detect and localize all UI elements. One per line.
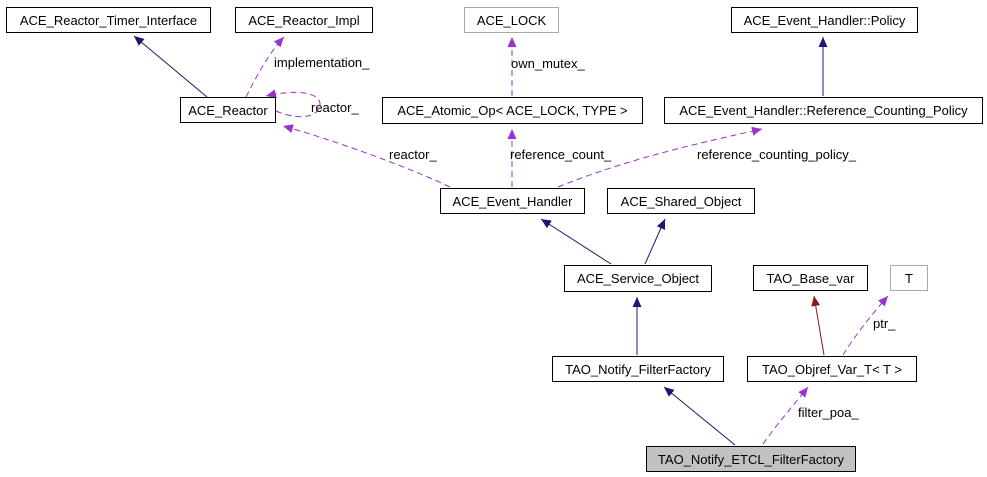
node-ace-shared-object[interactable]: ACE_Shared_Object <box>607 188 755 214</box>
node-ace-reactor-timer-interface[interactable]: ACE_Reactor_Timer_Interface <box>6 7 211 33</box>
edge-etcl-to-filter-factory <box>663 386 736 446</box>
edge-reactor-self-loop <box>265 89 321 118</box>
edge-label-reactor-self: reactor_ <box>311 100 359 115</box>
node-ace-lock: ACE_LOCK <box>464 7 559 33</box>
node-ace-event-handler-reference-counting-policy[interactable]: ACE_Event_Handler::Reference_Counting_Po… <box>664 97 983 124</box>
edge-reactor-to-reactor-impl <box>245 36 285 98</box>
edge-label-own-mutex: own_mutex_ <box>511 56 585 71</box>
node-ace-reactor-impl[interactable]: ACE_Reactor_Impl <box>235 7 373 33</box>
node-ace-atomic-op[interactable]: ACE_Atomic_Op< ACE_LOCK, TYPE > <box>382 97 643 124</box>
edge-event-handler-to-ref-counting-policy <box>557 126 763 188</box>
edge-label-reference-count: reference_count_ <box>510 147 612 162</box>
edge-label-reference-counting-policy: reference_counting_policy_ <box>697 147 856 162</box>
node-t: T <box>890 265 928 291</box>
edge-service-object-to-event-handler <box>540 218 612 265</box>
edge-label-reactor: reactor_ <box>389 147 437 162</box>
edge-objref-var-to-base-var <box>811 295 825 356</box>
node-tao-notify-etcl-filterfactory: TAO_Notify_ETCL_FilterFactory <box>646 446 856 472</box>
node-ace-reactor[interactable]: ACE_Reactor <box>180 97 276 123</box>
edge-label-filter-poa: filter_poa_ <box>798 405 859 420</box>
node-ace-event-handler[interactable]: ACE_Event_Handler <box>440 188 585 214</box>
node-tao-objref-var-t[interactable]: TAO_Objref_Var_T< T > <box>747 356 917 382</box>
node-ace-event-handler-policy[interactable]: ACE_Event_Handler::Policy <box>731 7 918 33</box>
node-ace-service-object[interactable]: ACE_Service_Object <box>564 265 712 292</box>
edge-label-implementation: implementation_ <box>274 55 370 70</box>
edge-service-object-to-shared-object <box>644 218 666 265</box>
edge-etcl-to-objref-var <box>762 386 809 445</box>
node-tao-notify-filterfactory[interactable]: TAO_Notify_FilterFactory <box>552 356 724 382</box>
node-tao-base-var[interactable]: TAO_Base_var <box>753 265 868 291</box>
edge-reactor-to-timer-interface <box>133 35 208 98</box>
edge-label-ptr: ptr_ <box>873 316 896 331</box>
